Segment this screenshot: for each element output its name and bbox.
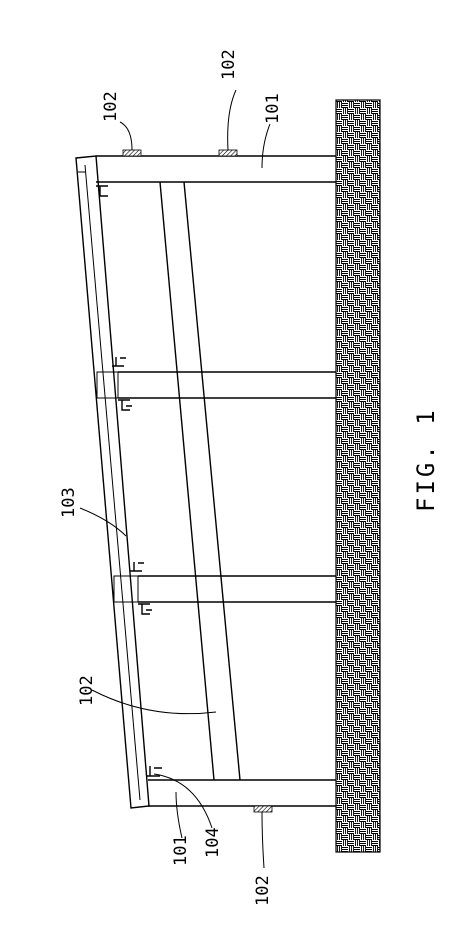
- hatched-block-top-right: [218, 149, 238, 157]
- clamp-top: [96, 185, 108, 197]
- post-middle-2: [138, 575, 336, 603]
- label-102-bottom: 102: [253, 875, 273, 906]
- label-102-top-right: 102: [219, 49, 239, 80]
- clamp-middle-2: [113, 562, 152, 615]
- label-103: 103: [59, 487, 79, 518]
- hatched-block-top-left: [122, 149, 142, 157]
- figure-caption: FIG. 1: [412, 407, 440, 512]
- hatched-block-bottom: [253, 805, 273, 813]
- label-102-middle: 102: [77, 675, 97, 706]
- label-101-bottom: 101: [171, 835, 191, 866]
- post-middle-1: [118, 371, 336, 399]
- panel-plate: [75, 155, 150, 809]
- label-104: 104: [203, 827, 223, 858]
- leader-lines: [79, 89, 271, 869]
- clamp-middle-1: [96, 357, 132, 411]
- rail-beam: [159, 181, 241, 781]
- post-bottom: [148, 779, 336, 807]
- clamp-bottom: [146, 766, 162, 777]
- label-101-top: 101: [263, 93, 283, 124]
- post-top: [96, 155, 336, 183]
- label-102-top-left: 102: [101, 91, 121, 122]
- ground-hatch: [335, 99, 381, 853]
